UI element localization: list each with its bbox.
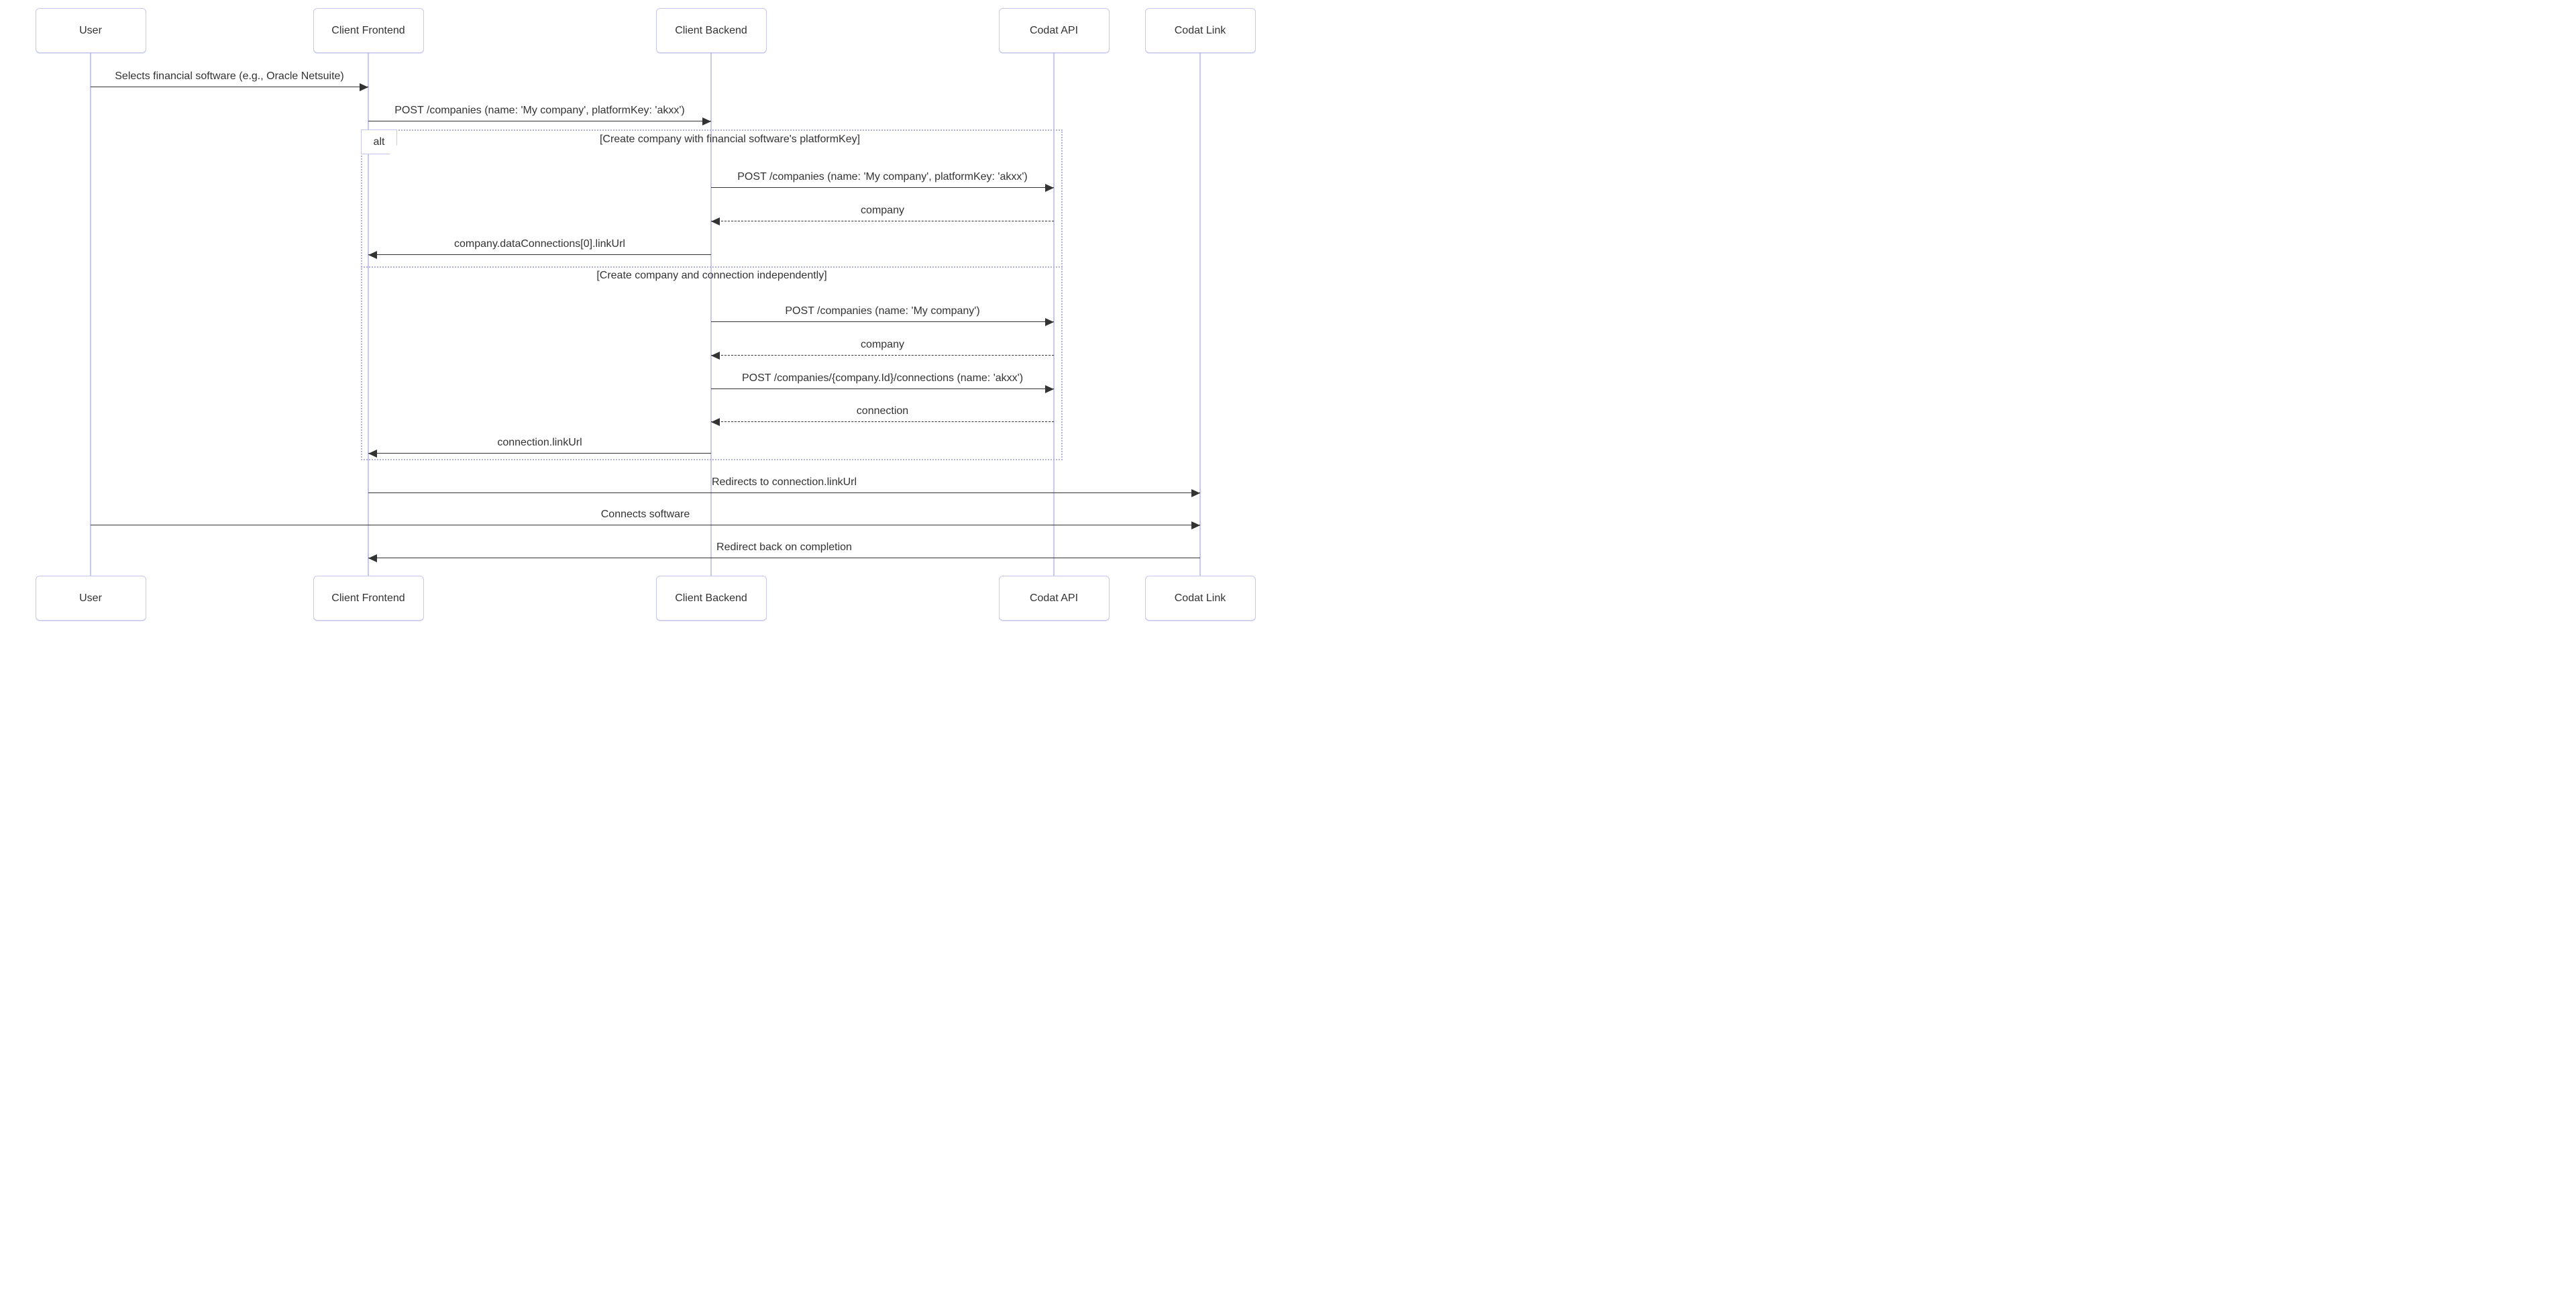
arrowhead-icon	[368, 250, 377, 259]
arrowhead-icon	[360, 83, 368, 91]
lifeline-user	[90, 53, 91, 576]
actor-client-backend-top: Client Backend	[655, 8, 767, 53]
lifeline-client-frontend	[368, 53, 369, 576]
arrowhead-icon	[1045, 183, 1054, 192]
alt-condition-2: [Create company and connection independe…	[596, 270, 827, 281]
arrowhead-icon	[711, 417, 720, 426]
message-label: connection	[856, 405, 909, 417]
message-label: Connects software	[600, 509, 690, 520]
actor-codat-link-bottom: Codat Link	[1144, 576, 1256, 621]
message-label: connection.linkUrl	[497, 437, 582, 448]
arrowhead-icon	[1045, 384, 1054, 393]
message-label: POST /companies (name: 'My company', pla…	[737, 171, 1028, 183]
alt-else-divider	[361, 266, 1063, 268]
message-arrow-line	[711, 421, 1054, 422]
alt-condition-1: [Create company with financial software'…	[599, 134, 861, 145]
message-arrow-line	[368, 254, 711, 255]
message-arrow-line	[711, 388, 1054, 389]
arrowhead-icon	[711, 217, 720, 225]
message-arrow-line	[368, 453, 711, 454]
message-arrow-line	[711, 355, 1054, 356]
message-arrow-line	[711, 321, 1054, 322]
message-label: company	[861, 339, 904, 350]
message-arrow-line	[368, 492, 1200, 493]
actor-user-top: User	[35, 8, 146, 53]
alt-keyword-label: alt	[361, 129, 397, 154]
message-arrow-line	[711, 187, 1054, 188]
actor-codat-link-top: Codat Link	[1144, 8, 1256, 53]
arrowhead-icon	[368, 554, 377, 562]
actor-codat-api-top: Codat API	[998, 8, 1110, 53]
actor-user-bottom: User	[35, 576, 146, 621]
message-label: Selects financial software (e.g., Oracle…	[115, 70, 344, 82]
actor-client-frontend-bottom: Client Frontend	[313, 576, 424, 621]
message-label: POST /companies (name: 'My company', pla…	[394, 105, 685, 116]
arrowhead-icon	[1191, 488, 1200, 497]
lifeline-client-backend	[710, 53, 712, 576]
arrowhead-icon	[1191, 521, 1200, 529]
arrowhead-icon	[702, 117, 711, 125]
alt-frame	[361, 129, 1063, 460]
arrowhead-icon	[1045, 317, 1054, 326]
message-label: company.dataConnections[0].linkUrl	[454, 238, 625, 250]
message-label: Redirect back on completion	[716, 541, 852, 553]
lifeline-codat-api	[1053, 53, 1055, 576]
sequence-diagram-canvas: alt [Create company with financial softwa…	[0, 0, 1288, 650]
actor-client-backend-bottom: Client Backend	[655, 576, 767, 621]
message-label: company	[861, 205, 904, 216]
message-label: POST /companies/{company.Id}/connections…	[741, 372, 1024, 384]
message-label: POST /companies (name: 'My company')	[785, 305, 980, 317]
message-label: Redirects to connection.linkUrl	[711, 476, 857, 488]
arrowhead-icon	[368, 449, 377, 458]
arrowhead-icon	[711, 351, 720, 360]
lifeline-codat-link	[1199, 53, 1201, 576]
actor-client-frontend-top: Client Frontend	[313, 8, 424, 53]
actor-codat-api-bottom: Codat API	[998, 576, 1110, 621]
